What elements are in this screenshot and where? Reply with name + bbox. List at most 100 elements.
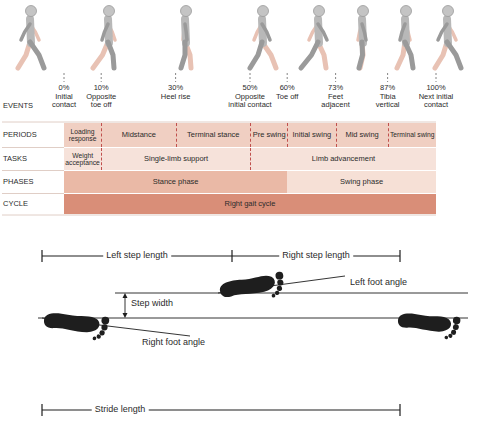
head: [258, 6, 269, 17]
walking-figure: [93, 6, 115, 69]
band-text: Weight acceptance: [64, 152, 101, 167]
tick-line: [101, 73, 102, 82]
left-progression-line: [115, 293, 468, 294]
band-text: Midstance: [121, 131, 157, 139]
event-label: Next initial contact: [416, 93, 456, 110]
task-band: Single-limb support: [101, 148, 250, 170]
period-band: Initial swing: [287, 123, 335, 147]
far-leg: [93, 42, 108, 68]
row-rule: [2, 170, 64, 171]
band-text: Single-limb support: [143, 155, 209, 163]
torso: [185, 19, 186, 43]
period-band: Terminal stance: [176, 123, 250, 147]
bracket-tick: [41, 404, 42, 416]
walking-figure: [18, 6, 44, 69]
near-arm: [362, 24, 366, 40]
band-text: Right gait cycle: [224, 200, 277, 208]
head: [401, 6, 412, 17]
walking-figure: [435, 6, 461, 69]
band-text: Stance phase: [152, 178, 200, 186]
percent-label: 60%: [280, 84, 295, 92]
event-label: Tibia vertical: [369, 93, 407, 110]
event-label: Toe off: [276, 93, 298, 101]
left-footprint: [218, 271, 286, 305]
event-label: Initial contact: [45, 93, 83, 110]
tick-line: [335, 73, 336, 82]
row-header: EVENTS: [3, 102, 33, 110]
percent-label: 10%: [94, 84, 109, 92]
near-leg: [181, 42, 185, 68]
row-header: TASKS: [3, 155, 27, 163]
head: [358, 6, 369, 17]
near-arm: [262, 24, 270, 40]
dimension-brackets: [42, 250, 400, 416]
band-text: Mid swing: [344, 131, 379, 139]
event-label: Feet adjacent: [317, 93, 355, 110]
band-text: Initial swing: [291, 131, 332, 139]
walking-figure: [181, 6, 192, 69]
near-arm: [21, 24, 30, 40]
period-band: Mid swing: [336, 123, 388, 147]
period-band: Loading response: [64, 123, 101, 147]
band-text: Limb advancement: [311, 155, 376, 163]
dimension-label: Stride length: [92, 405, 149, 415]
angle-label: Left foot angle: [350, 278, 407, 288]
period-band: Pre swing: [250, 123, 287, 147]
period-band: Midstance: [101, 123, 175, 147]
tick-line: [175, 73, 176, 82]
near-arm: [102, 24, 108, 40]
row-rules: [2, 122, 436, 215]
step-width-arrow: [125, 296, 126, 315]
percent-label: 0%: [59, 84, 70, 92]
right-footprint: [42, 309, 109, 341]
event-label: Opposite toe off: [82, 93, 120, 110]
near-arm: [185, 24, 187, 40]
phase-band: Swing phase: [287, 171, 436, 193]
percent-label: 87%: [380, 84, 395, 92]
row-header: PHASES: [3, 178, 33, 186]
walking-figure: [301, 6, 327, 69]
tick-line: [436, 73, 437, 82]
percent-label: 100%: [426, 84, 445, 92]
bracket-tick: [231, 250, 232, 262]
event-label: Heel rise: [161, 93, 191, 101]
row-rule: [2, 193, 64, 194]
event-ticks: [64, 73, 436, 82]
arrowheads: [123, 293, 128, 318]
near-leg: [301, 42, 318, 68]
near-leg: [405, 42, 413, 68]
walking-figures: [18, 6, 461, 69]
far-leg: [18, 42, 30, 68]
far-leg: [435, 42, 447, 68]
near-leg: [359, 42, 363, 68]
dimension-label: Step width: [131, 299, 173, 309]
bracket-tick: [399, 250, 400, 262]
near-leg: [447, 42, 461, 68]
walking-figure: [358, 6, 369, 69]
band-text: Loading response: [64, 128, 101, 143]
head: [181, 6, 192, 17]
tick-line: [64, 73, 65, 82]
bracket-tick: [399, 404, 400, 416]
tick-line: [287, 73, 288, 82]
dimension-label: Left step length: [103, 251, 171, 261]
near-arm: [318, 24, 327, 40]
bracket-tick: [41, 250, 42, 262]
head: [314, 6, 325, 17]
period-band: Terminal swing: [388, 123, 436, 147]
band-text: Swing phase: [339, 178, 384, 186]
right-footprint: [396, 310, 460, 341]
near-leg: [30, 42, 44, 68]
tick-line: [387, 73, 388, 82]
band-text: Terminal swing: [389, 131, 436, 138]
near-arm: [438, 24, 447, 40]
band-text: Pre swing: [252, 131, 287, 139]
near-leg: [108, 42, 114, 68]
percent-label: 30%: [168, 84, 183, 92]
head: [26, 6, 37, 17]
walking-figure: [397, 6, 413, 69]
task-band: Limb advancement: [250, 148, 436, 170]
